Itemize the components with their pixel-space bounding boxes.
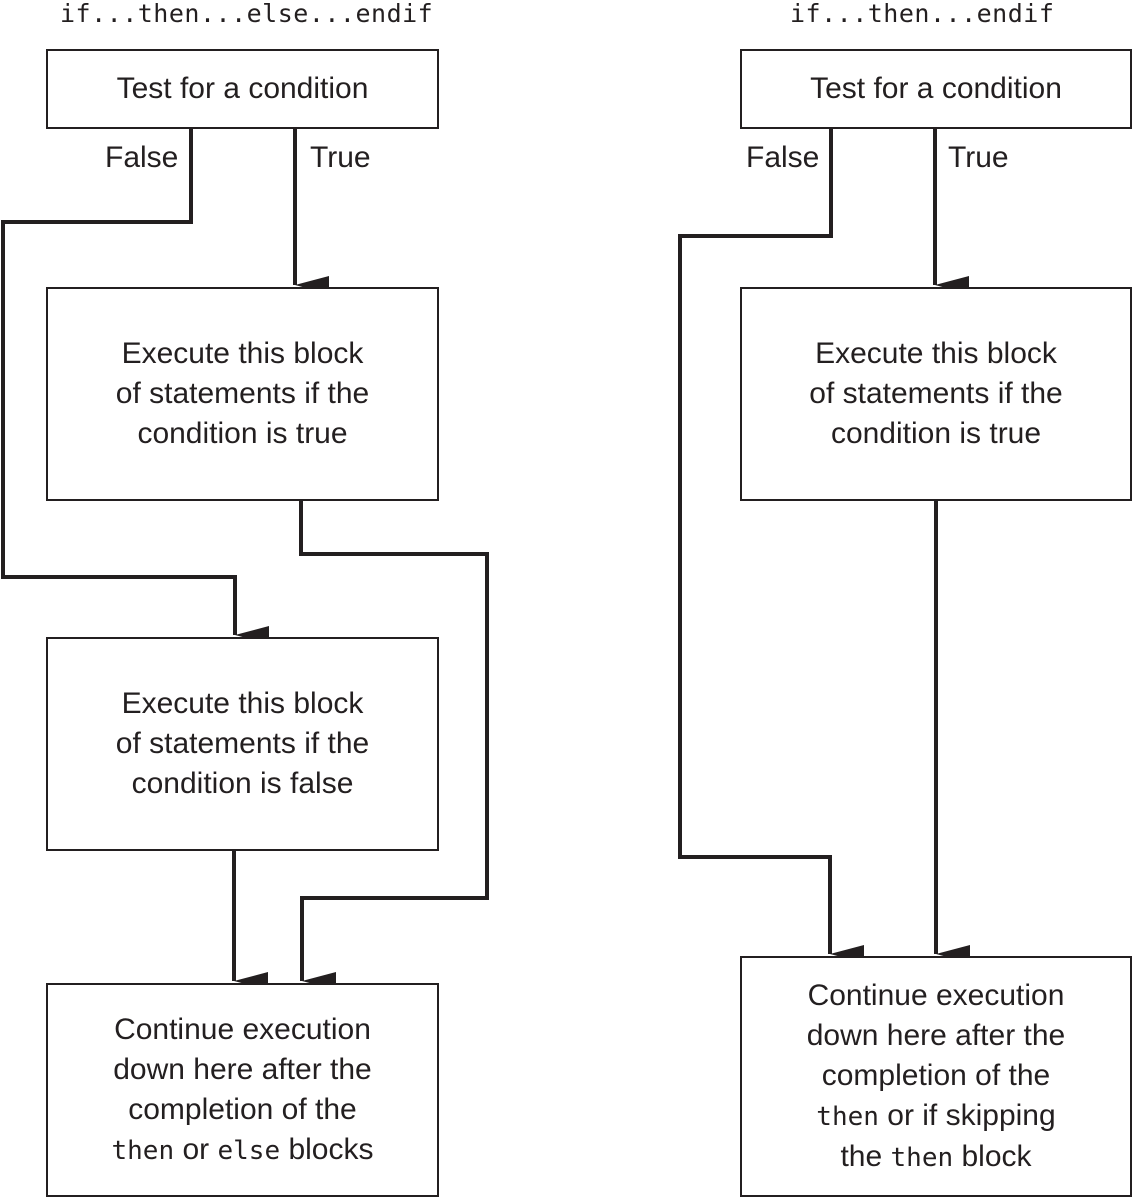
then-keyword: then (816, 1101, 879, 1132)
left-test-condition-text: Test for a condition (116, 72, 369, 105)
right-continue-line-5: the then block (807, 1137, 1066, 1178)
left-test-condition-box: Test for a condition (46, 49, 439, 129)
right-then-block: Execute this block of statements if the … (740, 287, 1132, 501)
left-true-label: True (310, 141, 371, 174)
left-false-connector (1, 128, 269, 644)
left-continue-line-2: down here after the (113, 1052, 372, 1086)
then-keyword: then (111, 1135, 175, 1166)
right-continue-block: Continue execution down here after the c… (740, 956, 1132, 1197)
left-then-line-2: of statements if the (115, 377, 370, 410)
right-false-connector (678, 128, 864, 963)
left-then-to-continue-connector (299, 501, 489, 990)
right-then-line-1: Execute this block (815, 337, 1057, 370)
left-continue-block: Continue execution down here after the c… (46, 983, 439, 1197)
left-continue-line-1: Continue execution (114, 1012, 371, 1046)
left-else-line-3: condition is false (131, 767, 354, 800)
else-keyword: else (217, 1135, 281, 1166)
block-text: block (953, 1139, 1032, 1173)
left-false-label: False (105, 141, 179, 174)
left-diagram-title: if...then...else...endif (60, 0, 434, 28)
left-then-line-1: Execute this block (121, 337, 364, 370)
right-continue-line-3: completion of the (821, 1058, 1051, 1092)
left-continue-line-4: then or else blocks (112, 1130, 374, 1171)
right-continue-line-2: down here after the (806, 1018, 1066, 1052)
right-continue-line-1: Continue execution (807, 978, 1065, 1012)
right-test-condition-box: Test for a condition (740, 49, 1132, 129)
right-test-condition-text: Test for a condition (810, 72, 1062, 105)
right-then-line-2: of statements if the (809, 377, 1063, 410)
the-text: the (840, 1139, 891, 1173)
left-else-block: Execute this block of statements if the … (46, 637, 439, 851)
right-true-label: True (948, 141, 1009, 174)
left-else-line-1: Execute this block (121, 687, 364, 720)
left-then-line-3: condition is true (137, 417, 348, 450)
right-diagram-title: if...then...endif (790, 0, 1055, 28)
or-text: or (174, 1132, 218, 1166)
right-continue-line-4: then or if skipping (807, 1096, 1066, 1137)
left-else-line-2: of statements if the (115, 727, 370, 760)
blocks-text: blocks (280, 1132, 374, 1166)
left-then-block: Execute this block of statements if the … (46, 287, 439, 501)
left-continue-line-3: completion of the (128, 1092, 357, 1126)
right-false-label: False (746, 141, 820, 174)
or-if-skipping-text: or if skipping (878, 1098, 1056, 1132)
right-then-line-3: condition is true (830, 417, 1042, 450)
then-keyword: then (890, 1142, 954, 1173)
